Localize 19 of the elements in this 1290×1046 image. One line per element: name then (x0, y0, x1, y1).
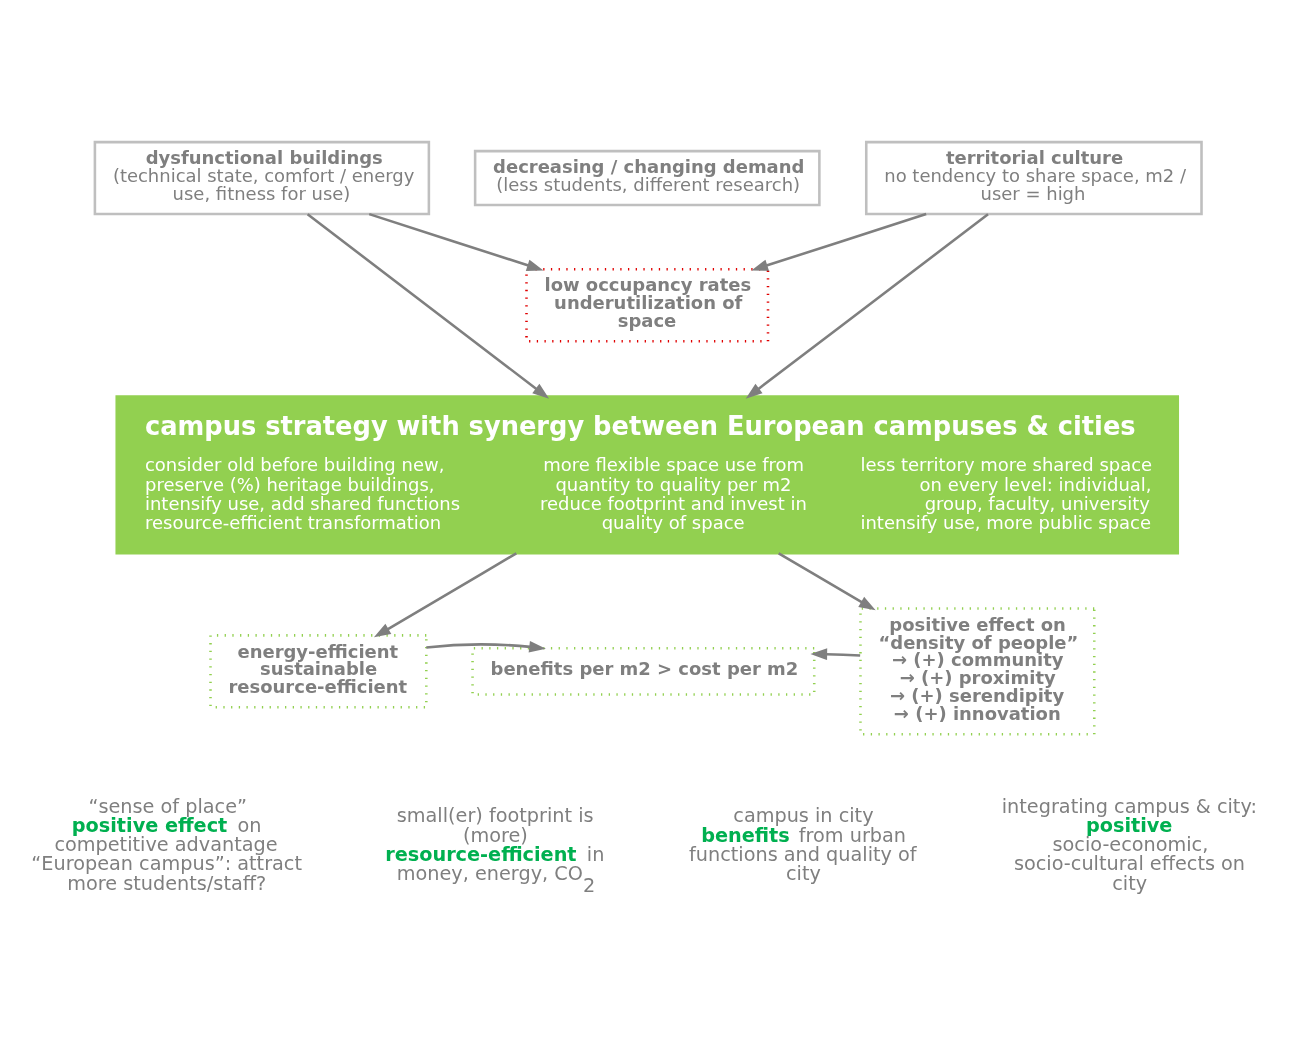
arrow (810, 648, 861, 661)
node-box: campus strategy with synergy between European campuses & cities consider old before building new, preserve (%) heritage buildings, intensify use, add shared functions resource-efficient transformation more flexible space use from quantity to quality per m2 reduce footprint and invest in quality of space less territory more shared space on every level: individual, group, faculty, university intensify use, more public space (115, 395, 1180, 555)
node-box: dysfunctional buildings (technical state, comfort / energy use, fitness for use) (93, 140, 431, 216)
node-box: decreasing / changing demand (less students, different research) (473, 149, 821, 207)
node-box: territorial culture no tendency to share space, m2 / user = high (864, 140, 1203, 216)
arrow (306, 213, 550, 399)
label: “sense of place” positive effect on competitive advantage “European campus”: attract more students/staff? (31, 794, 303, 895)
node-box: energy-efficient sustainable resource-efficient (209, 634, 428, 709)
arrow (373, 552, 517, 638)
node-box: low occupancy rates underutilization of space (525, 268, 770, 343)
label: campus in city benefits from urban functions and quality of city (688, 804, 917, 886)
node-box: positive effect on “density of people” → (+) community → (+) proximity → (+) serendipity → (+) innovation (859, 607, 1096, 736)
arrow (751, 212, 927, 271)
arrow (368, 212, 544, 271)
arrow (778, 552, 876, 611)
node-box: benefits per m2 > cost per m2 (471, 646, 816, 696)
label: integrating campus & city: positive socio-economic, socio-cultural effects on city (1001, 794, 1257, 895)
arrow (426, 640, 546, 653)
arrow (745, 213, 989, 399)
